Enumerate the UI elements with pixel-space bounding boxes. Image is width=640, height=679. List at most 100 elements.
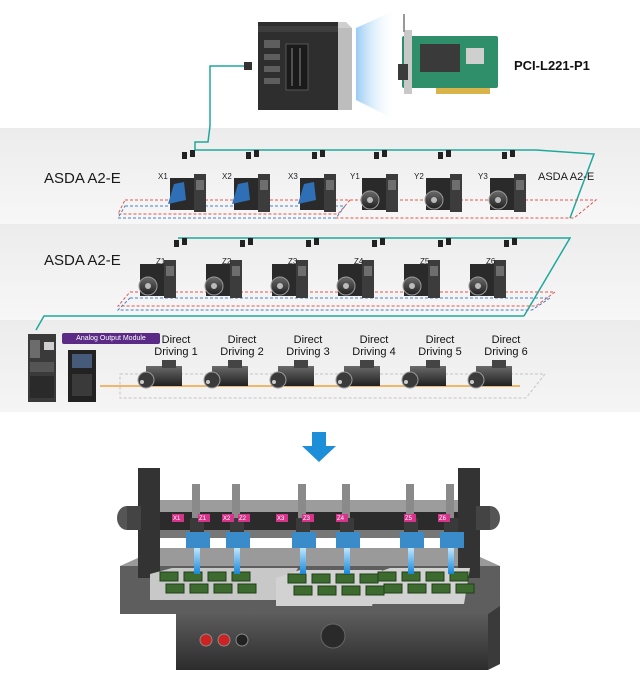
direct-drive-motor-5 bbox=[467, 360, 512, 389]
pcb-board bbox=[311, 573, 331, 584]
row2-devices bbox=[138, 238, 517, 298]
pcb-board bbox=[207, 571, 227, 582]
servo-drive-row2-1 bbox=[204, 238, 253, 298]
direct-drive-motor-2 bbox=[269, 360, 314, 389]
head-mark-1: Z1 bbox=[198, 514, 210, 522]
controller-cable bbox=[194, 65, 250, 150]
head-mark-8: Z6 bbox=[438, 514, 450, 522]
pcb-board bbox=[431, 583, 451, 594]
plc-unit bbox=[28, 334, 56, 402]
servo-drive-row2-4 bbox=[402, 238, 451, 298]
pcb-board bbox=[237, 583, 257, 594]
pick-head-5 bbox=[440, 484, 464, 574]
row2-axis-label-1: Z2 bbox=[222, 257, 232, 266]
head-mark-6: Z4 bbox=[336, 514, 348, 522]
direct-driving-label-line: Direct bbox=[293, 334, 323, 346]
direct-drive-motor-1 bbox=[203, 360, 248, 389]
row2-axis-label-0: Z1 bbox=[156, 257, 166, 266]
pcb-board bbox=[377, 571, 397, 582]
pcb-board bbox=[383, 583, 403, 594]
pcb-board bbox=[231, 571, 251, 582]
direct-driving-label-line: Driving 4 bbox=[352, 346, 396, 358]
head-mark-text: Z3 bbox=[303, 516, 311, 522]
head-mark-text: Z2 bbox=[239, 516, 247, 522]
direct-driving-label-line: Direct bbox=[359, 334, 389, 346]
pcb-board bbox=[293, 585, 313, 596]
row2-axis-label-4: Z5 bbox=[420, 257, 430, 266]
pcb-board bbox=[449, 571, 469, 582]
servo-drive-row1-5 bbox=[488, 150, 526, 212]
direct-driving-label-line: Driving 1 bbox=[154, 346, 198, 358]
servo-drive-row1-0 bbox=[168, 150, 206, 212]
servo-drive-row2-3 bbox=[336, 238, 385, 298]
machine bbox=[117, 468, 500, 670]
row2-network bbox=[116, 237, 572, 317]
head-mark-0: X1 bbox=[172, 514, 184, 522]
servo-drive-row2-0 bbox=[138, 238, 187, 298]
servo-drive-row1-1 bbox=[232, 150, 270, 212]
row1-network bbox=[117, 149, 598, 219]
servo-drive-row1-2 bbox=[298, 150, 336, 212]
analog-output-module bbox=[68, 350, 96, 402]
direct-driving-label-line: Direct bbox=[425, 334, 455, 346]
servo-drive-row1-3 bbox=[360, 150, 398, 212]
head-mark-3: Z2 bbox=[238, 514, 250, 522]
pcb-board bbox=[455, 583, 475, 594]
direct-driving-label-line: Direct bbox=[227, 334, 257, 346]
servo-drive-row2-5 bbox=[468, 238, 517, 298]
pci-card bbox=[398, 14, 498, 94]
pcb-board bbox=[407, 583, 427, 594]
row1-right-title: ASDA A2-E bbox=[538, 171, 595, 183]
cable-plug bbox=[244, 62, 252, 70]
row3-link-cable bbox=[35, 315, 524, 331]
row1-axis-label-1: X2 bbox=[222, 172, 232, 181]
direct-drive-motor-3 bbox=[335, 360, 380, 389]
direct-driving-label-line: Driving 5 bbox=[418, 346, 462, 358]
direct-driving-label-line: Direct bbox=[161, 334, 191, 346]
row2-axis-label-5: Z6 bbox=[486, 257, 496, 266]
pcb-board bbox=[365, 585, 385, 596]
head-mark-text: Z4 bbox=[337, 516, 345, 522]
head-mark-2: X2 bbox=[222, 514, 234, 522]
direct-drive-motor-4 bbox=[401, 360, 446, 389]
head-mark-text: X2 bbox=[223, 516, 231, 522]
direct-drive-motor-0 bbox=[137, 360, 182, 389]
pcb-board bbox=[159, 571, 179, 582]
head-mark-text: X1 bbox=[173, 516, 181, 522]
pcb-board bbox=[183, 571, 203, 582]
direct-driving-label-line: Driving 6 bbox=[484, 346, 528, 358]
row2-axis-label-3: Z4 bbox=[354, 257, 364, 266]
pcb-board bbox=[359, 573, 379, 584]
pci-card-label: PCI-L221-P1 bbox=[514, 58, 590, 73]
down-arrow bbox=[302, 432, 336, 462]
row2-axis-label-2: Z3 bbox=[288, 257, 298, 266]
pcb-board bbox=[425, 571, 445, 582]
head-mark-text: Z1 bbox=[199, 516, 207, 522]
pcb-board bbox=[213, 583, 233, 594]
pcb-board bbox=[189, 583, 209, 594]
row1-axis-label-4: Y2 bbox=[414, 172, 424, 181]
highlight-beam bbox=[356, 10, 396, 120]
pcb-board bbox=[335, 573, 355, 584]
row1-axis-label-2: X3 bbox=[288, 172, 298, 181]
row1-devices bbox=[168, 150, 526, 212]
pcb-board bbox=[317, 585, 337, 596]
row3-devices bbox=[137, 360, 512, 389]
row1-axis-label-0: X1 bbox=[158, 172, 168, 181]
pcb-board bbox=[165, 583, 185, 594]
servo-drive-row1-4 bbox=[424, 150, 462, 212]
row1-axis-label-3: Y1 bbox=[350, 172, 360, 181]
row1-title: ASDA A2-E bbox=[44, 170, 121, 187]
direct-driving-label-line: Driving 2 bbox=[220, 346, 264, 358]
row2-title: ASDA A2-E bbox=[44, 252, 121, 269]
head-mark-5: Z3 bbox=[302, 514, 314, 522]
direct-driving-label-line: Direct bbox=[491, 334, 521, 346]
pcb-board bbox=[341, 585, 361, 596]
